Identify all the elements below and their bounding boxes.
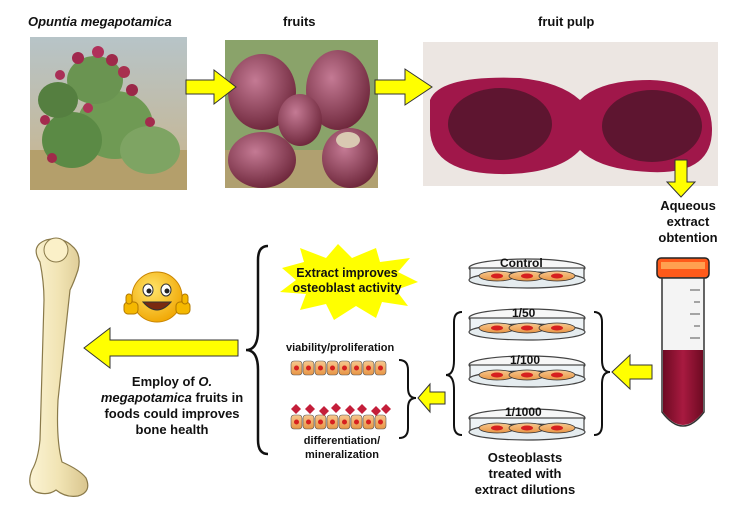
- conclusion-text-1b: O.: [198, 374, 213, 389]
- aqueous-line-2: extract: [666, 214, 710, 229]
- osteoblasts-label: Osteoblasts treated with extract dilutio…: [455, 450, 595, 498]
- osteo-line-2: treated with: [488, 466, 562, 481]
- conclusion-line-3: foods could improves: [104, 406, 240, 421]
- fruit-pulp-photo: [423, 42, 718, 186]
- aqueous-line-3: obtention: [658, 230, 718, 245]
- petri-dish-1-100: [468, 355, 586, 388]
- dish-label-1-50: 1/50: [512, 306, 536, 320]
- test-tube-icon: [656, 257, 710, 427]
- conclusion-text-2a: megapotamica: [100, 390, 192, 405]
- arrow-plant-to-fruits: [185, 68, 237, 106]
- petri-dish-1-1000: [468, 408, 586, 441]
- conclusion-line-1: Employ of O.: [92, 374, 252, 390]
- viability-cells: [290, 360, 387, 376]
- fruits-label: fruits: [283, 14, 316, 29]
- diff-line-2: mineralization: [305, 449, 379, 461]
- aqueous-line-1: Aqueous: [660, 198, 716, 213]
- femur-bone-icon: [29, 237, 89, 497]
- dilutions-bracket: [593, 311, 611, 436]
- cactus-photo: [30, 37, 187, 190]
- starburst-line-2: osteoblast activity: [292, 281, 402, 295]
- petri-dish-control: [468, 258, 586, 289]
- arrow-pulp-to-extract: [665, 159, 697, 198]
- dish-label-1-100: 1/100: [510, 353, 541, 367]
- starburst-shape: [280, 244, 418, 320]
- dish-label-1-1000: 1/1000: [505, 405, 542, 419]
- dishes-left-bracket: [445, 311, 463, 436]
- dish-label-control: Control: [500, 256, 543, 270]
- results-bracket: [398, 359, 417, 439]
- conclusion-text-1a: Employ of: [131, 374, 199, 389]
- aqueous-extract-label: Aqueous extract obtention: [646, 198, 730, 246]
- petri-dish-1-50: [468, 308, 586, 341]
- osteo-line-3: extract dilutions: [474, 482, 576, 497]
- arrow-dishes-to-results: [417, 382, 446, 414]
- fruits-photo: [225, 40, 378, 188]
- mineralization-cells: [290, 403, 391, 430]
- differentiation-label: differentiation/ mineralization: [282, 434, 402, 462]
- starburst-label: Extract improves osteoblast activity: [284, 266, 410, 296]
- thumbs-up-emoji-icon: [123, 271, 191, 323]
- big-curly-brace: [245, 244, 269, 456]
- arrow-fruits-to-pulp: [374, 68, 433, 106]
- conclusion-text-2b: fruits in: [191, 390, 244, 405]
- osteo-line-1: Osteoblasts: [487, 450, 563, 465]
- fruit-pulp-label: fruit pulp: [538, 14, 595, 29]
- conclusion-label: Employ of O. megapotamica fruits in food…: [92, 374, 252, 438]
- arrow-results-to-bone: [83, 326, 239, 370]
- viability-label: viability/proliferation: [286, 342, 395, 354]
- diff-line-1: differentiation/: [303, 435, 381, 447]
- plant-label: Opuntia megapotamica: [28, 14, 172, 29]
- conclusion-line-4: bone health: [135, 422, 209, 437]
- arrow-tube-to-dishes: [611, 353, 653, 391]
- conclusion-line-2: megapotamica fruits in: [92, 390, 252, 406]
- starburst-line-1: Extract improves: [296, 266, 398, 280]
